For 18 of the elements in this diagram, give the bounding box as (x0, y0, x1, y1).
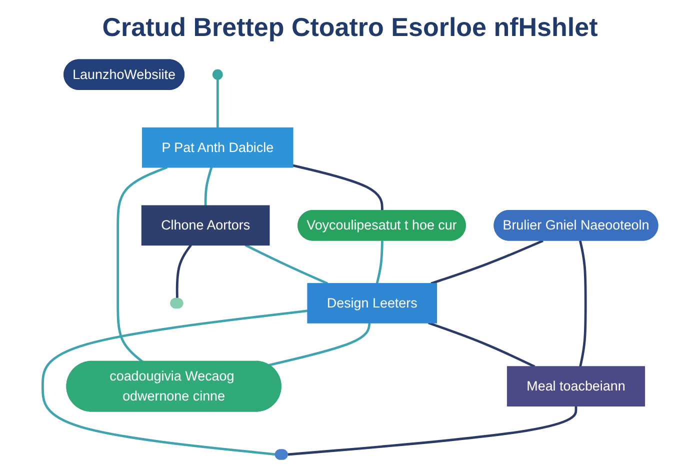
connector (176, 244, 192, 299)
connector (41, 310, 308, 456)
connector (376, 240, 384, 284)
node-circle (212, 69, 223, 80)
connector (430, 240, 544, 285)
node-box: P Pat Anth Dabicle (142, 127, 294, 168)
node-box: Design Leeters (306, 283, 437, 324)
connector (268, 322, 370, 366)
connector (428, 322, 535, 368)
diagram-title: Cratud Brettep Ctoatro Esorloe nfHshlet (102, 12, 598, 43)
connector (204, 166, 212, 206)
connector (292, 164, 384, 212)
connector (116, 166, 168, 363)
node-box: Clhone Aortors (141, 205, 270, 246)
connector (244, 244, 328, 285)
connector (216, 79, 219, 128)
node-box: Meal toacbeiann (506, 366, 645, 406)
connector (578, 240, 587, 367)
